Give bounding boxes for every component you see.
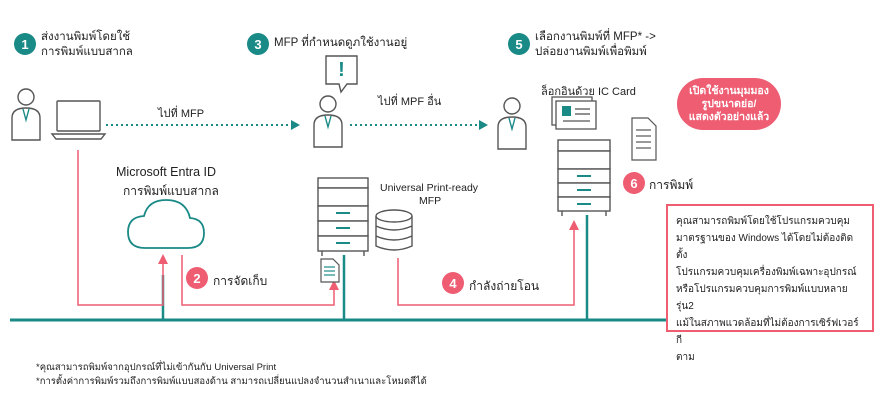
step-5-text: เลือกงานพิมพ์ที่ MFP* ->ปล่อยงานพิมพ์เพื… — [535, 31, 656, 58]
step-2-text: การจัดเก็บ — [213, 274, 268, 288]
goto-mfp-label: ไปที่ MFP — [158, 108, 205, 120]
info-callout-box: คุณสามารถพิมพ์โดยใช้โปรแกรมควบคุม มาตรฐา… — [666, 204, 874, 363]
mfp-printer-icon-1 — [317, 177, 369, 256]
thumbnail-preview-bubble: เปิดใช้งานมุมมอง รูปขนาดย่อ/ แสดงตัวอย่า… — [677, 78, 781, 130]
mfp-printer-icon-2 — [557, 139, 611, 216]
entra-id-title: Microsoft Entra ID — [116, 165, 217, 179]
goto-other-mfp-label: ไปที่ MPF อื่น — [378, 96, 442, 108]
entra-id-subtitle: การพิมพ์แบบสากล — [123, 184, 219, 198]
flow-transfer-arrowhead — [569, 220, 579, 230]
step-4-text: กำลังถ่ายโอน — [469, 279, 540, 293]
footnote-2: *การตั้งค่าการพิมพ์รวมถึงการพิมพ์แบบสองด… — [36, 376, 427, 387]
document-icon-2 — [631, 117, 657, 161]
flow-upload-line — [77, 150, 164, 306]
user-icon-3 — [497, 97, 527, 150]
step-2-badge: 2 — [186, 267, 208, 289]
footnote-1: *คุณสามารถพิมพ์จากอุปกรณ์ที่ไม่เข้ากันกั… — [36, 362, 277, 373]
step-3-badge: 3 — [247, 33, 269, 55]
flow-store-line — [181, 255, 335, 306]
storage-database-icon — [375, 209, 413, 251]
flow-transfer-line — [397, 228, 575, 306]
user-icon-2 — [313, 95, 343, 148]
user-icon-1 — [11, 88, 41, 141]
step-5-badge: 5 — [508, 33, 530, 55]
document-icon-1 — [320, 258, 340, 283]
alert-icon: ! — [338, 59, 345, 81]
step-4-badge: 4 — [442, 272, 464, 294]
step-3-text: MFP ที่กำหนดดูภใช้งานอยู่ — [274, 37, 408, 49]
flow-store-arrowhead — [329, 280, 339, 290]
ic-card-label: ล็อกอินด้วย IC Card — [541, 86, 636, 98]
alert-speech-bubble — [325, 55, 358, 94]
laptop-icon — [50, 100, 107, 140]
flow-upload-arrowhead — [158, 254, 168, 264]
step-6-badge: 6 — [623, 172, 645, 194]
step-6-text: การพิมพ์ — [649, 178, 694, 192]
mfp-label-line1: Universal Print-ready — [380, 182, 479, 194]
step-1-badge: 1 — [14, 33, 36, 55]
cloud-icon — [127, 199, 205, 249]
goto-mfp-arrowhead — [291, 120, 300, 130]
step-1-text: ส่งงานพิมพ์โดยใช้การพิมพ์แบบสากล — [41, 31, 133, 58]
goto-other-arrowhead — [479, 120, 488, 130]
ic-card-icon — [551, 96, 597, 130]
mfp-label-line2: MFP — [419, 195, 442, 207]
